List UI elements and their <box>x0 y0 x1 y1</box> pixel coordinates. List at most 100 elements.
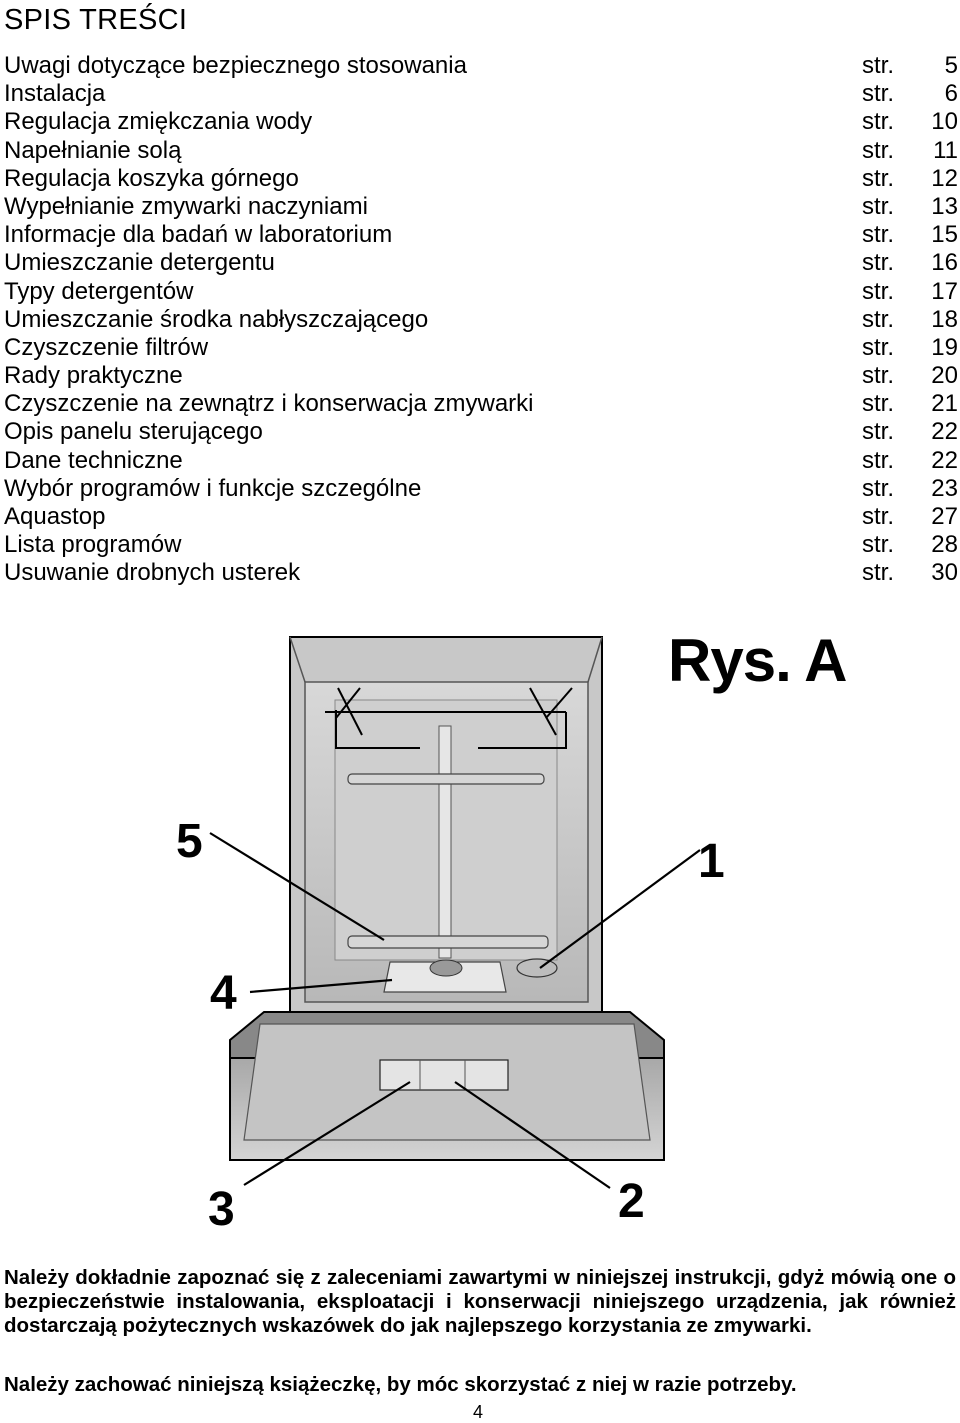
toc-entry: Informacje dla badań w laboratorium str. 1… <box>4 221 960 249</box>
toc-entry: Rady praktyczne str. 20 <box>4 362 960 390</box>
lower-spray-arm <box>347 935 549 949</box>
toc-entry-page-number: 22 <box>931 446 958 474</box>
toc-entry-label: Uwagi dotyczące bezpiecznego stosowania <box>4 52 467 79</box>
callout-4: 4 <box>210 967 237 1020</box>
toc-entry-page-prefix: str. <box>862 192 895 220</box>
toc-entry-page-number: 18 <box>931 305 958 333</box>
toc-entry: Uwagi dotyczące bezpiecznego stosowania s… <box>4 52 960 80</box>
toc-entry-label: Regulacja koszyka górnego <box>4 164 299 192</box>
toc-entry-label: Informacje dla badań w laboratorium <box>4 221 393 249</box>
toc-entry: Czyszczenie filtrów str. 19 <box>4 334 960 362</box>
toc-entry: Typy detergentów str. 17 <box>4 278 960 306</box>
toc-entry-page-number: 27 <box>931 503 958 530</box>
toc-entry-page-number: 30 <box>931 559 958 587</box>
toc-entry: Regulacja zmiękczania wody str. 10 <box>4 108 960 136</box>
toc-entry: Lista programów str. 28 <box>4 531 960 559</box>
toc-entry: Instalacja str. 6 <box>4 80 960 108</box>
toc-entry-page-number: 15 <box>931 221 958 249</box>
toc-entry-page-prefix: str. <box>862 164 895 192</box>
toc-entry-label: Wybór programów i funkcje szczególne <box>4 474 422 502</box>
toc-entry-page-prefix: str. <box>862 362 895 390</box>
toc-entry-label: Regulacja zmiękczania wody <box>4 108 313 136</box>
toc-entry-label: Aquastop <box>4 503 106 530</box>
toc-entry-page-number: 10 <box>931 108 958 136</box>
toc-entry: Aquastop str. 27 <box>4 503 960 531</box>
toc-entry-page-number: 6 <box>944 80 958 108</box>
keep-manual-note: Należy zachować niniejszą książeczkę, by… <box>4 1373 797 1396</box>
toc-entry-label: Napełnianie solą <box>4 136 182 164</box>
dishwasher-illustration <box>209 636 701 1189</box>
toc-entry-label: Czyszczenie filtrów <box>4 333 209 361</box>
toc-entry-label: Opis panelu sterującego <box>4 418 263 446</box>
toc-entry: Opis panelu sterującego str. 22 <box>4 418 960 446</box>
leader-line-5 <box>209 832 385 941</box>
toc-entry-label: Usuwanie drobnych usterek <box>4 559 301 587</box>
toc-entry-page-prefix: str. <box>862 277 895 305</box>
toc-entry-page-prefix: str. <box>862 418 895 446</box>
instruction-note: Należy dokładnie zapoznać się z zaleceni… <box>4 1266 956 1337</box>
toc-entry-label: Instalacja <box>4 80 106 108</box>
detergent-dispenser <box>379 1059 509 1091</box>
toc-entry-page-number: 23 <box>931 474 958 502</box>
filter <box>383 961 507 993</box>
toc-entry-page-prefix: str. <box>862 249 895 277</box>
toc-entry-page-prefix: str. <box>862 221 895 249</box>
toc-entry-label: Wypełnianie zmywarki naczyniami <box>4 192 368 220</box>
toc-entry-page-prefix: str. <box>862 390 895 418</box>
toc-entry: Wypełnianie zmywarki naczyniami str. 13 <box>4 193 960 221</box>
callout-5: 5 <box>176 815 203 868</box>
toc-entry: Regulacja koszyka górnego str. 12 <box>4 165 960 193</box>
page-number: 4 <box>473 1402 484 1422</box>
callout-1: 1 <box>698 835 725 888</box>
toc-entry-page-prefix: str. <box>862 305 895 333</box>
toc-entry-page-prefix: str. <box>862 108 895 136</box>
leader-line-4 <box>249 978 393 994</box>
leader-line-1 <box>539 849 701 969</box>
toc-entry-page-prefix: str. <box>862 446 895 474</box>
toc-entry-label: Dane techniczne <box>4 446 183 474</box>
toc-entry-label: Umieszczanie środka nabłyszczającego <box>4 305 429 333</box>
toc-entry-page-number: 16 <box>931 249 958 277</box>
page-title: SPIS TREŚCI <box>4 4 188 36</box>
leader-line-3 <box>243 1081 411 1186</box>
toc-entry-page-prefix: str. <box>862 52 895 79</box>
toc-entry-page-prefix: str. <box>862 333 895 361</box>
toc-entry-page-prefix: str. <box>862 80 895 108</box>
dishwasher-figure: Rys. A 5 1 4 3 2 <box>0 600 960 1260</box>
toc-entry-label: Lista programów <box>4 531 182 559</box>
salt-container-cap <box>516 958 558 978</box>
toc-entry-page-prefix: str. <box>862 474 895 502</box>
toc-entry-page-number: 28 <box>931 531 958 559</box>
toc-entry-label: Czyszczenie na zewnątrz i konserwacja zm… <box>4 390 534 418</box>
toc-entry-page-prefix: str. <box>862 136 895 164</box>
table-of-contents: Uwagi dotyczące bezpiecznego stosowania s… <box>4 52 960 588</box>
toc-entry: Napełnianie solą str. 11 <box>4 137 960 165</box>
toc-entry-label: Umieszczanie detergentu <box>4 249 275 277</box>
toc-entry-page-number: 22 <box>931 418 958 446</box>
toc-entry-page-number: 17 <box>931 277 958 305</box>
upper-spray-arm <box>347 773 545 785</box>
callout-3: 3 <box>208 1183 235 1236</box>
toc-entry-page-prefix: str. <box>862 503 895 530</box>
toc-entry-page-number: 13 <box>931 192 958 220</box>
toc-entry-page-number: 20 <box>931 362 958 390</box>
toc-entry: Czyszczenie na zewnątrz i konserwacja zm… <box>4 390 960 418</box>
toc-entry: Umieszczanie środka nabłyszczającego str.… <box>4 306 960 334</box>
callout-2: 2 <box>618 1175 645 1228</box>
toc-entry-label: Rady praktyczne <box>4 362 183 390</box>
toc-entry-label: Typy detergentów <box>4 277 194 305</box>
upper-rack <box>335 710 372 749</box>
toc-entry: Umieszczanie detergentu str. 16 <box>4 249 960 277</box>
toc-entry: Wybór programów i funkcje szczególne str.… <box>4 475 960 503</box>
leader-line-2 <box>454 1081 611 1189</box>
toc-entry-page-number: 11 <box>933 136 958 164</box>
toc-entry-page-number: 19 <box>931 333 958 361</box>
toc-entry: Usuwanie drobnych usterek str. 30 <box>4 559 960 587</box>
toc-entry-page-prefix: str. <box>862 531 895 559</box>
toc-entry-page-number: 21 <box>931 390 958 418</box>
figure-title: Rys. A <box>668 627 848 694</box>
toc-entry-page-prefix: str. <box>862 559 895 587</box>
toc-entry: Dane techniczne str. 22 <box>4 447 960 475</box>
toc-entry-page-number: 5 <box>944 52 958 79</box>
toc-entry-page-number: 12 <box>931 164 958 192</box>
